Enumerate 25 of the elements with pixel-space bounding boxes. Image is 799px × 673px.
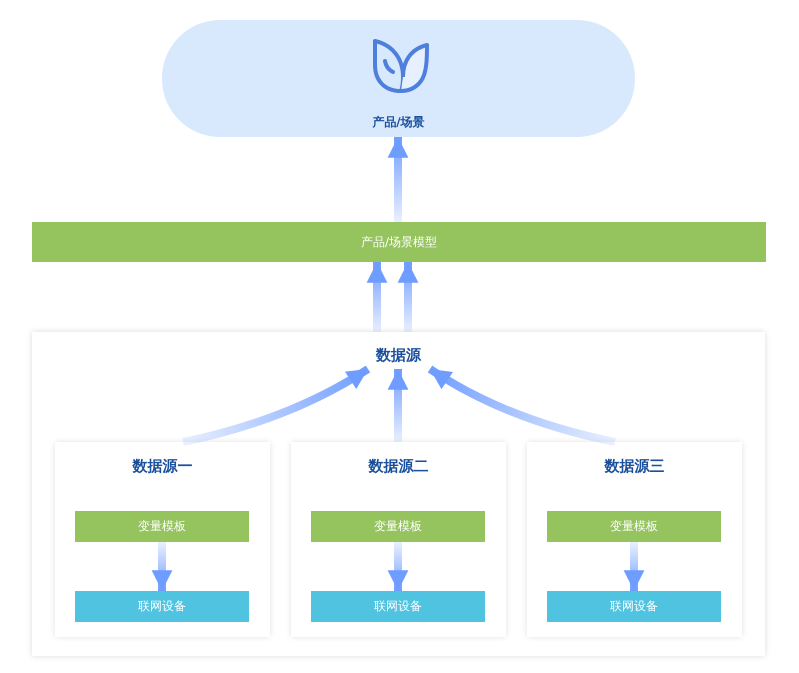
arrow (428, 366, 616, 446)
pill-label: 产品/场景 (371, 114, 426, 131)
device-box: 联网设备 (75, 591, 249, 622)
arrow (152, 542, 172, 591)
arrow (388, 137, 408, 222)
arrow (624, 542, 644, 591)
source-panel (32, 332, 765, 656)
device-box: 联网设备 (547, 591, 721, 622)
card-heading: 数据源三 (603, 457, 666, 476)
card-heading: 数据源一 (131, 457, 194, 476)
card-heading: 数据源二 (367, 457, 430, 476)
device-box: 联网设备 (311, 591, 485, 622)
arrow (182, 366, 370, 446)
source-card (55, 442, 270, 637)
panel-heading: 数据源 (374, 346, 422, 365)
arrow (398, 262, 418, 332)
arrow (388, 369, 408, 442)
template-box: 变量模板 (75, 511, 249, 542)
arrow (388, 542, 408, 591)
source-card (291, 442, 506, 637)
template-box: 变量模板 (311, 511, 485, 542)
source-card (527, 442, 742, 637)
model-bar: 产品/场景模型 (32, 222, 766, 262)
arrow (366, 262, 388, 332)
template-box: 变量模板 (547, 511, 721, 542)
